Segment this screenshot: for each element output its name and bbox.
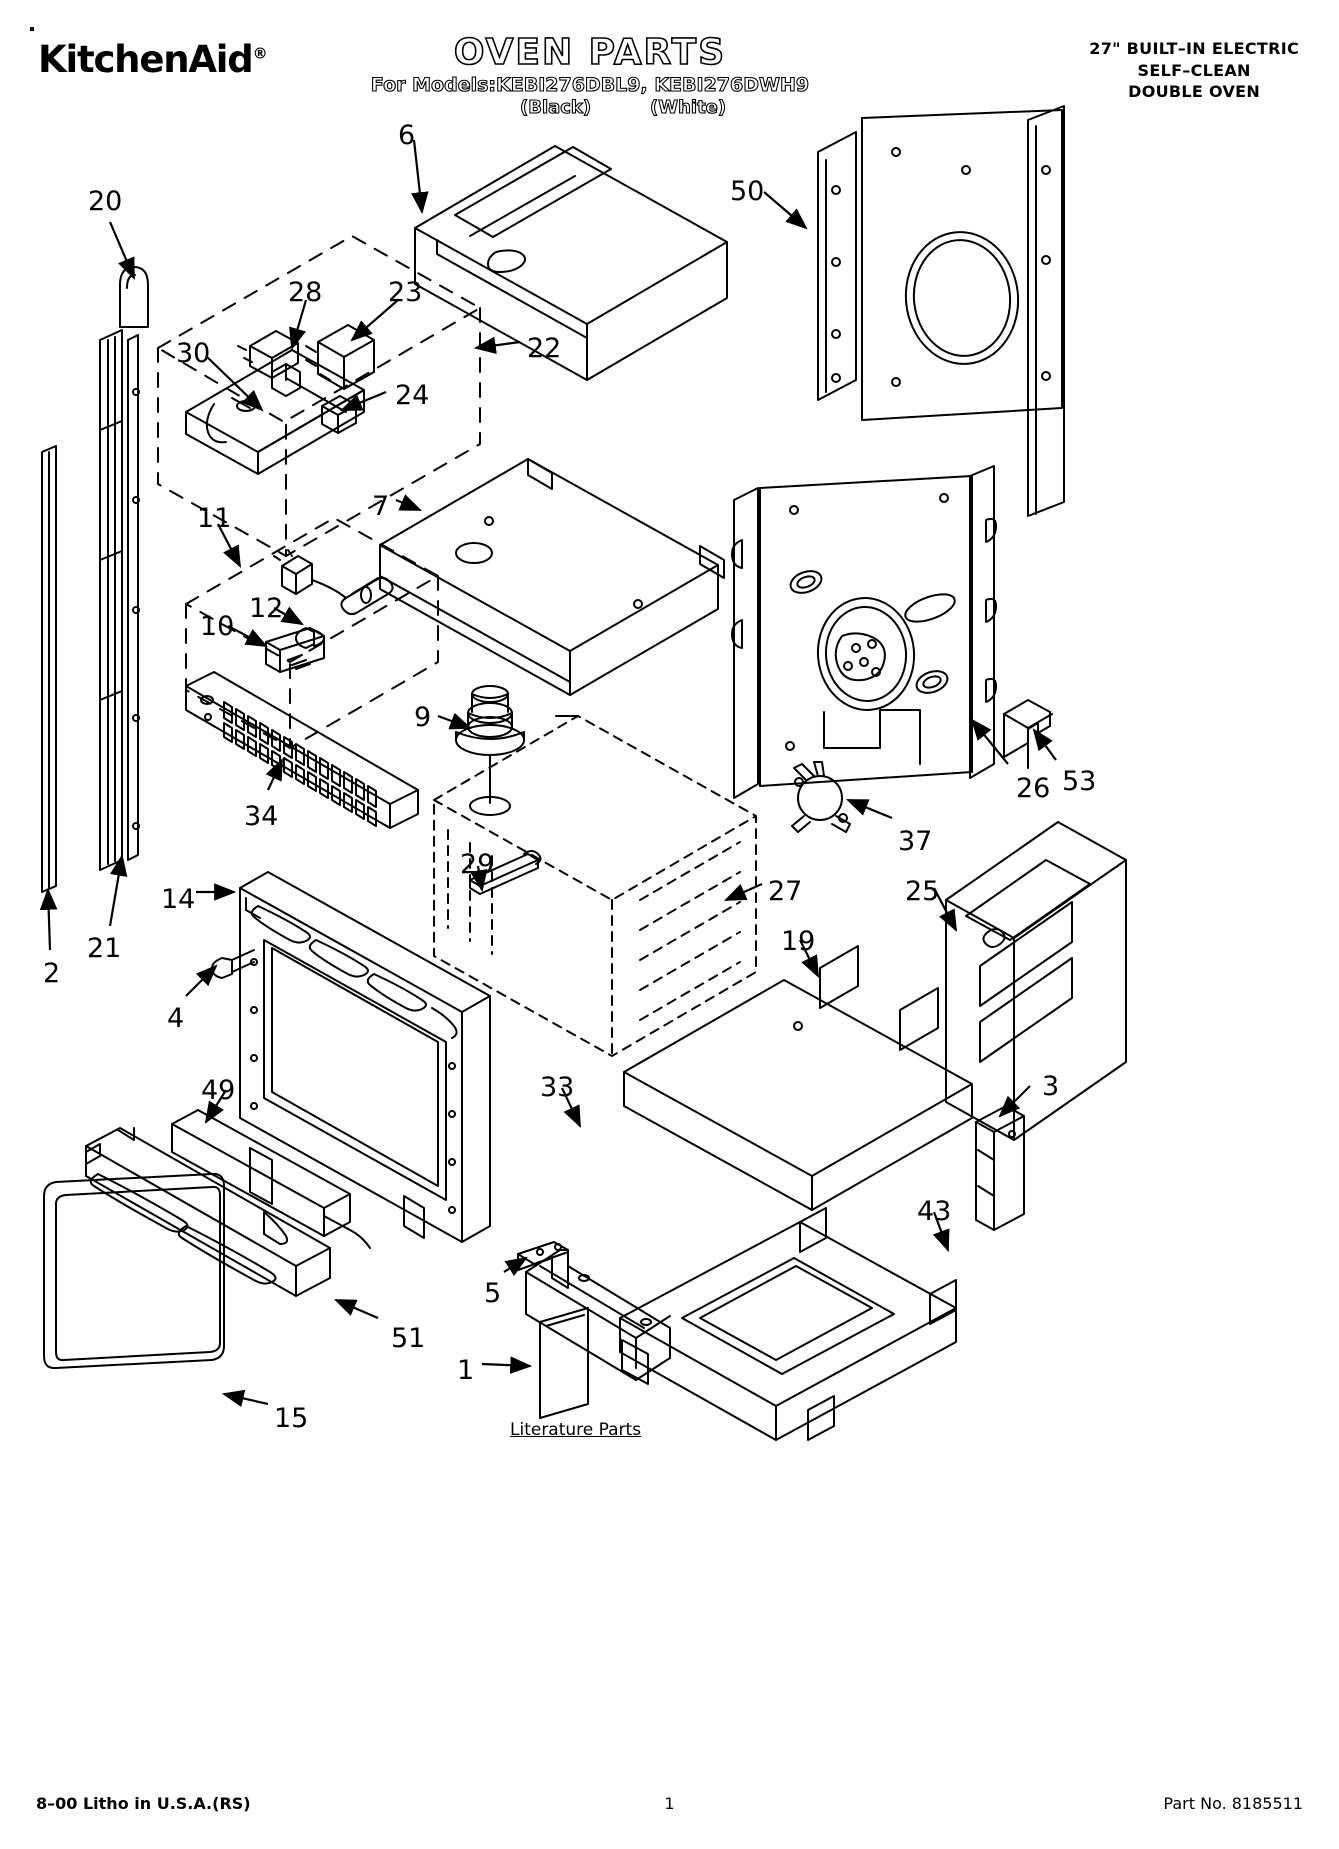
callout-6: 6 xyxy=(398,120,416,151)
callout-4: 4 xyxy=(167,1003,185,1034)
part-9-temperature-sensor xyxy=(455,685,525,816)
callout-20: 20 xyxy=(88,186,123,217)
part-43-base-frame xyxy=(619,1207,957,1441)
callout-12: 12 xyxy=(249,593,284,624)
part-26-rear-panel xyxy=(731,465,997,799)
part-2-side-trim xyxy=(41,445,57,893)
models-line: For Models:KEBI276DBL9, KEBI276DWH9 xyxy=(370,73,810,96)
registration-tick xyxy=(30,27,34,31)
part-23-relay xyxy=(305,324,375,390)
callout-1: 1 xyxy=(457,1355,475,1386)
callout-21: 21 xyxy=(87,933,122,964)
callout-33: 33 xyxy=(540,1072,575,1103)
callout-23: 23 xyxy=(388,277,423,308)
title-block: OVEN PARTS For Models:KEBI276DBL9, KEBI2… xyxy=(330,32,850,123)
callout-14: 14 xyxy=(161,884,196,915)
spec-line-3: DOUBLE OVEN xyxy=(1128,82,1261,102)
part-33-slide-rail xyxy=(525,1249,671,1381)
callout-15: 15 xyxy=(274,1403,309,1434)
brand-name: KitchenAid xyxy=(38,38,254,81)
page-title: OVEN PARTS xyxy=(453,32,727,73)
part-12-lamp-socket xyxy=(273,549,394,616)
callout-30: 30 xyxy=(176,338,211,369)
callout-28: 28 xyxy=(288,277,323,308)
finish-row: (Black) (White) xyxy=(330,96,850,123)
part-50-side-panel xyxy=(817,105,1065,517)
literature-parts-label: Literature Parts xyxy=(510,1420,642,1440)
callout-10: 10 xyxy=(200,611,235,642)
part-7-inner-top-panel xyxy=(379,458,725,696)
callout-22: 22 xyxy=(527,333,562,364)
callout-53: 53 xyxy=(1062,766,1097,797)
part-53-bracket xyxy=(1003,699,1053,769)
callout-29: 29 xyxy=(460,849,495,880)
callout-34: 34 xyxy=(244,801,279,832)
part-14-front-frame xyxy=(239,871,491,1245)
callout-19: 19 xyxy=(781,926,816,957)
footer-litho: 8–00 Litho in U.S.A.(RS) xyxy=(36,1794,251,1813)
callout-2: 2 xyxy=(43,958,61,989)
part-51-handle-bar xyxy=(85,1127,331,1297)
part-10-lens xyxy=(265,627,325,673)
part-15-door-gasket xyxy=(43,1172,225,1370)
callout-24: 24 xyxy=(395,380,430,411)
callout-51: 51 xyxy=(391,1323,426,1354)
part-49-trim-bar xyxy=(171,1109,371,1249)
callout-25: 25 xyxy=(905,876,940,907)
callout-37: 37 xyxy=(898,826,933,857)
registered-trademark-icon: ® xyxy=(252,44,268,63)
part-1-literature xyxy=(539,1307,589,1419)
spec-block: 27" BUILT–IN ELECTRIC SELF–CLEAN DOUBLE … xyxy=(1089,38,1299,103)
spec-line-1: 27" BUILT–IN ELECTRIC xyxy=(1089,39,1299,58)
callout-3: 3 xyxy=(1042,1071,1060,1102)
part-37-thermostat xyxy=(791,761,851,833)
callout-27: 27 xyxy=(768,876,803,907)
kitchenaid-logo: KitchenAid® xyxy=(38,38,268,81)
callout-7: 7 xyxy=(372,491,390,522)
footer-page-num: 1 xyxy=(664,1794,675,1813)
callout-26: 26 xyxy=(1016,773,1051,804)
callout-9: 9 xyxy=(414,702,432,733)
finish-black-label: (Black) xyxy=(519,96,592,118)
callout-50: 50 xyxy=(730,176,765,207)
spec-line-2: SELF–CLEAN xyxy=(1137,60,1251,80)
finish-white-label: (White) xyxy=(649,96,727,118)
footer-part-no: Part No. 8185511 xyxy=(1163,1794,1303,1813)
part-34-vent-trim xyxy=(185,671,419,829)
group-22-dashed-box xyxy=(157,235,481,557)
part-6-top-cover xyxy=(414,145,728,381)
callout-43: 43 xyxy=(917,1196,952,1227)
part-19-bottom-shelf xyxy=(623,945,973,1211)
part-28-switch xyxy=(237,330,347,413)
part-21-door-channel xyxy=(99,329,140,871)
callout-11: 11 xyxy=(197,503,232,534)
callout-49: 49 xyxy=(201,1075,236,1106)
callout-5: 5 xyxy=(484,1278,502,1309)
